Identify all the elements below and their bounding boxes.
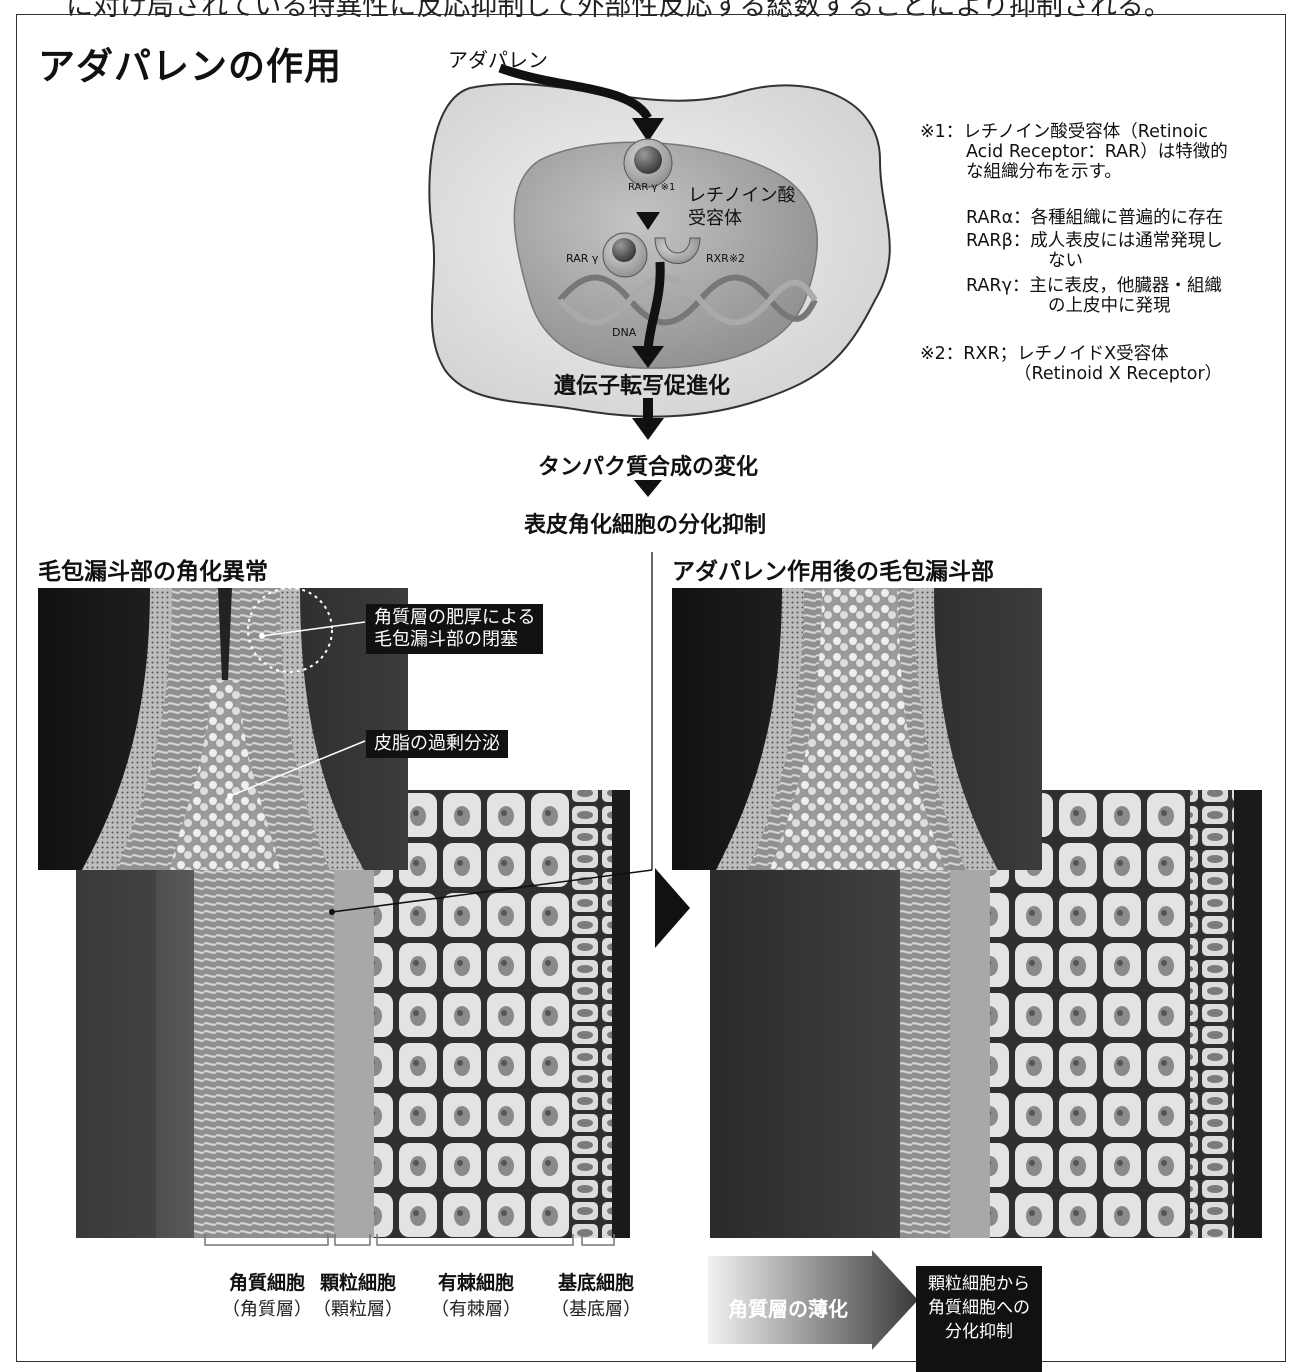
note-rar-gamma-line-2: の上皮中に発現 <box>966 296 1222 316</box>
note-rar-gamma-line-1: RARγ：主に表皮，他臓器・組織 <box>966 276 1222 296</box>
rar-gamma-label-2: RAR γ <box>566 252 598 265</box>
note-rar-beta-line-1: RARβ：成人表皮には通常発現し <box>966 231 1223 251</box>
note-1-line-2: Acid Receptor：RAR）は特徴的 <box>920 142 1228 162</box>
adapalene-molecule <box>634 146 662 174</box>
inhibition-line-3: 分化抑制 <box>916 1320 1042 1344</box>
layer-spinous-sub: （有棘層） <box>426 1295 526 1321</box>
inhibition-line-2: 角質細胞への <box>916 1296 1042 1320</box>
dna-label: DNA <box>612 326 636 339</box>
note-rar-alpha-line-1: RARα：各種組織に普遍的に存在 <box>966 208 1223 228</box>
layer-spinous: 有棘細胞 （有棘層） <box>426 1268 526 1321</box>
callout-dot-2 <box>227 793 233 799</box>
left-follicle-inset <box>38 588 408 870</box>
flow-shaft-1 <box>643 398 653 420</box>
layer-basal: 基底細胞 （基底層） <box>546 1268 646 1321</box>
note-rar-gamma: RARγ：主に表皮，他臓器・組織 の上皮中に発現 <box>966 276 1222 316</box>
callout-dot-1 <box>259 633 265 639</box>
layer-horny-sub: （角質層） <box>217 1295 317 1321</box>
step-differentiation-inhibition: 表皮角化細胞の分化抑制 <box>524 507 766 539</box>
layer-horny: 角質細胞 （角質層） <box>217 1268 317 1321</box>
right-follicle-inset <box>672 588 1042 870</box>
receptor-label-line2: 受容体 <box>688 204 742 230</box>
rxr-label: RXR※2 <box>706 252 745 265</box>
drug-label: アダパレン <box>448 44 548 73</box>
layer-spinous-name: 有棘細胞 <box>426 1268 526 1295</box>
note-1: ※1：レチノイン酸受容体（Retinoic Acid Receptor：RAR）… <box>920 122 1228 182</box>
layer-horny-name: 角質細胞 <box>217 1268 317 1295</box>
layer-granular-name: 顆粒細胞 <box>308 1268 408 1295</box>
step-protein-synthesis: タンパク質合成の変化 <box>538 449 758 481</box>
callout-sebum: 皮脂の過剰分泌 <box>366 730 508 758</box>
thinning-label: 角質層の薄化 <box>728 1293 848 1322</box>
histology-illustrations <box>0 540 1302 1372</box>
callout-dot-3 <box>329 909 335 915</box>
inhibition-text: 顆粒細胞から 角質細胞への 分化抑制 <box>916 1272 1042 1344</box>
transition-arrow <box>655 868 690 948</box>
flow-arrowhead-1 <box>632 418 664 440</box>
step-transcription: 遺伝子転写促進化 <box>554 368 730 400</box>
layer-basal-name: 基底細胞 <box>546 1268 646 1295</box>
note-2-line-1: ※2：RXR；レチノイドX受容体 <box>920 344 1222 364</box>
layer-basal-sub: （基底層） <box>546 1295 646 1321</box>
note-1-line-3: な組織分布を示す。 <box>920 162 1228 182</box>
note-1-line-1: ※1：レチノイン酸受容体（Retinoic <box>920 122 1228 142</box>
callout-hyperkeratosis-line-1: 角質層の肥厚による <box>374 607 535 629</box>
flow-arrowhead-2 <box>634 480 662 497</box>
inhibition-line-1: 顆粒細胞から <box>916 1272 1042 1296</box>
note-2: ※2：RXR；レチノイドX受容体 （Retinoid X Receptor） <box>920 344 1222 384</box>
adapalene-bound <box>612 238 636 262</box>
layer-granular-sub: （顆粒層） <box>308 1295 408 1321</box>
note-rar-alpha: RARα：各種組織に普遍的に存在 <box>966 208 1223 228</box>
callout-hyperkeratosis-line-2: 毛包漏斗部の閉塞 <box>374 629 535 651</box>
callout-hyperkeratosis: 角質層の肥厚による 毛包漏斗部の閉塞 <box>366 604 543 654</box>
layer-granular: 顆粒細胞 （顆粒層） <box>308 1268 408 1321</box>
note-2-line-2: （Retinoid X Receptor） <box>920 364 1222 384</box>
note-rar-beta: RARβ：成人表皮には通常発現し ない <box>966 231 1223 271</box>
rar-gamma-label-1: RAR γ ※1 <box>628 182 675 193</box>
note-rar-beta-line-2: ない <box>966 251 1223 271</box>
